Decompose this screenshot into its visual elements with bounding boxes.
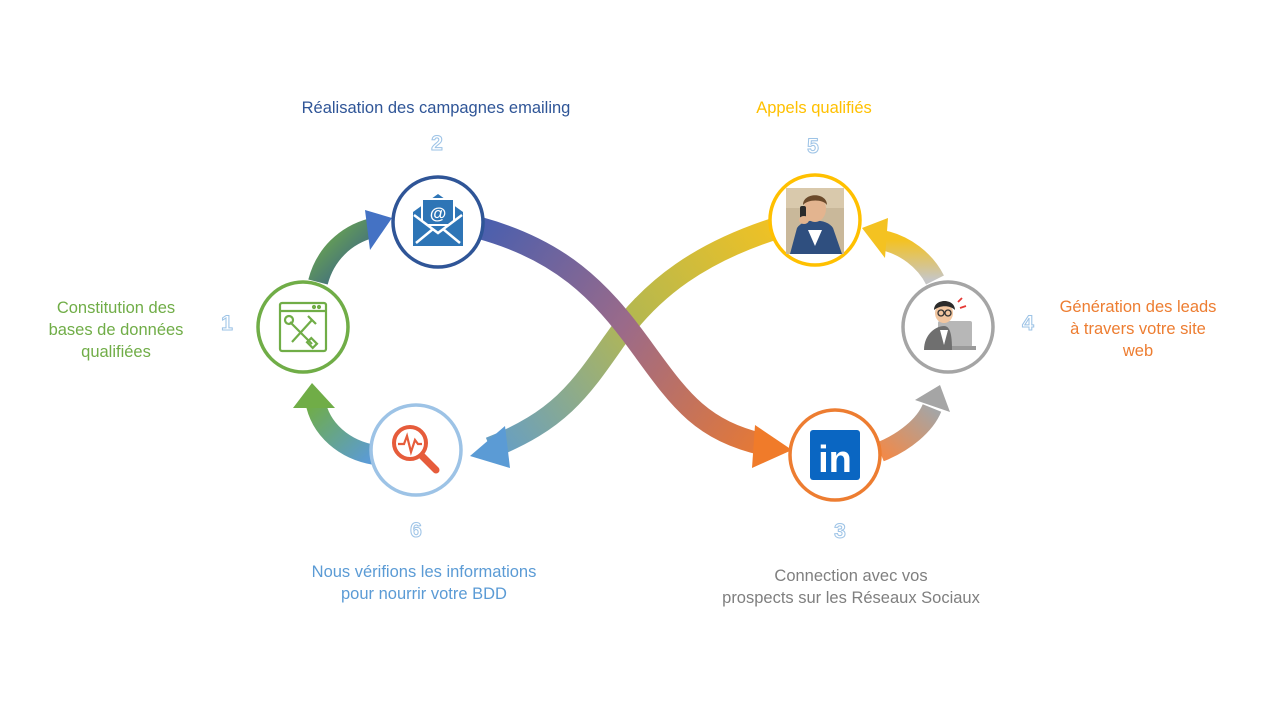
step-4-node xyxy=(901,280,995,374)
connector-3-to-4 xyxy=(876,385,950,462)
step-2-node: @ xyxy=(391,175,485,269)
step-2-label: Réalisation des campagnes emailing xyxy=(301,99,571,117)
connector-5-to-6 xyxy=(470,213,794,468)
step-1-number: 1 xyxy=(221,312,234,336)
linkedin-icon: in xyxy=(810,430,860,481)
connector-1-to-2 xyxy=(308,210,392,285)
connector-6-to-1 xyxy=(293,383,378,465)
connector-4-to-5 xyxy=(862,218,944,285)
phone-call-person-icon xyxy=(786,188,844,254)
step-1-label: Constitution des bases de données qualif… xyxy=(48,299,184,361)
step-6-node xyxy=(369,403,463,497)
step-1-node xyxy=(256,280,350,374)
magnifier-analytics-icon xyxy=(392,425,440,474)
step-1-circle xyxy=(256,280,350,374)
connector-2-to-3 xyxy=(477,217,792,468)
step-5-label: Appels qualifiés xyxy=(756,99,872,117)
step-3-node: in xyxy=(788,408,882,502)
step-2-number: 2 xyxy=(431,132,444,156)
step-5-number: 5 xyxy=(807,135,820,159)
step-3-label: Connection avec vos prospects sur les Ré… xyxy=(722,567,980,607)
step-3-number: 3 xyxy=(834,520,847,544)
svg-text:in: in xyxy=(818,439,852,481)
step-6-label: Nous vérifions les informations pour nou… xyxy=(311,563,537,603)
email-icon: @ xyxy=(413,194,463,246)
step-4-number: 4 xyxy=(1022,312,1035,336)
step-6-number: 6 xyxy=(410,519,423,543)
web-lead-person-icon xyxy=(924,297,976,350)
svg-text:@: @ xyxy=(430,204,447,223)
step-4-label: Génération des leads à travers votre sit… xyxy=(1059,298,1217,360)
step-5-node xyxy=(768,173,862,267)
tools-window-icon xyxy=(278,301,328,353)
